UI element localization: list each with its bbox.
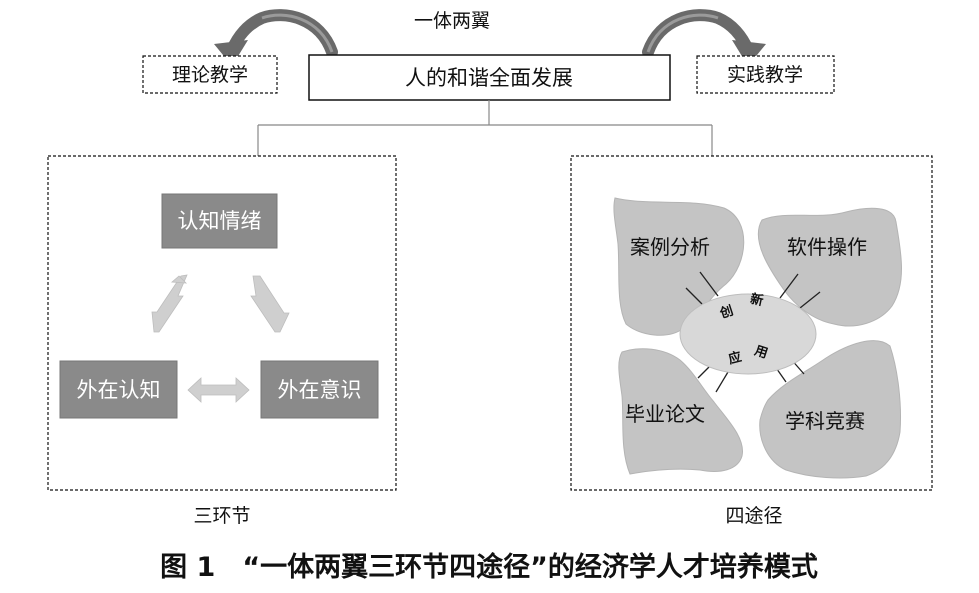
petal-label-software-operation: 软件操作 (787, 235, 867, 259)
center-goal-box (308, 54, 671, 101)
link-arrow-bottom (187, 377, 250, 403)
petal-software-operation (757, 207, 902, 327)
petal-label-subject-competition: 学科竞赛 (785, 409, 865, 433)
figure-caption: 图 1 “一体两翼三环节四途径”的经济学人才培养模式 (160, 551, 818, 583)
petal-subject-competition (759, 340, 901, 479)
wing-title: 一体两翼 (414, 10, 490, 32)
node-external-cognition-label: 外在认知 (77, 378, 161, 402)
node-external-awareness-label: 外在意识 (278, 378, 362, 402)
petal-label-graduation-thesis: 毕业论文 (625, 402, 705, 426)
four-paths-caption: 四途径 (725, 505, 782, 527)
center-char-chuang: 创 (717, 303, 735, 323)
center-goal-label: 人的和谐全面发展 (405, 66, 573, 90)
right-curve-arrow (642, 9, 766, 66)
three-links-caption: 三环节 (193, 505, 250, 527)
left-wing-box (142, 55, 278, 94)
right-wing-label: 实践教学 (727, 64, 803, 86)
center-char-ying: 应 (727, 349, 743, 368)
petal-graduation-thesis (618, 348, 743, 475)
center-char-yong: 用 (752, 343, 770, 362)
node-cognitive-emotion (161, 193, 278, 249)
link-arrow-top-right (250, 275, 290, 333)
left-curve-arrow (214, 9, 338, 66)
center-innovation-ellipse (679, 293, 817, 375)
petal-label-case-analysis: 案例分析 (630, 235, 710, 259)
center-char-xin: 新 (749, 291, 765, 309)
node-external-cognition (59, 360, 178, 419)
node-cognitive-emotion-label: 认知情绪 (178, 209, 262, 233)
link-arrow-top-left (151, 274, 188, 333)
left-wing-label: 理论教学 (172, 64, 248, 86)
right-wing-box (696, 55, 835, 94)
connector-bracket (257, 100, 713, 156)
node-external-awareness (260, 360, 379, 419)
